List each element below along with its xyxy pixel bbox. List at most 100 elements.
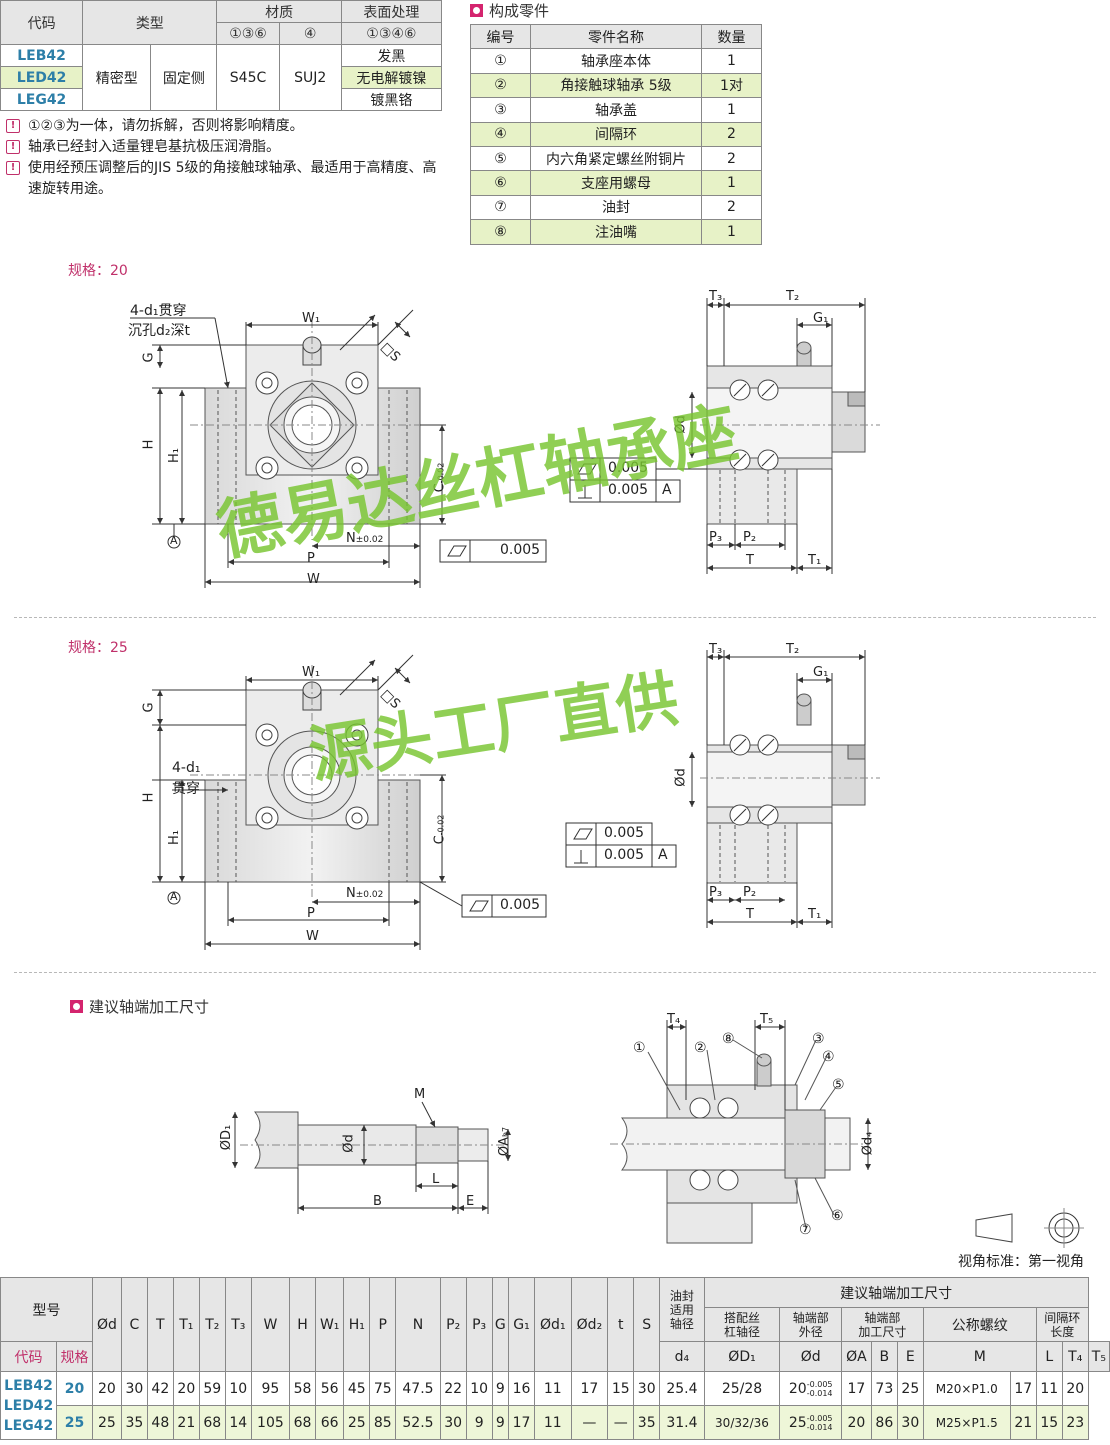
hole-label-25b: 贯穿: [172, 781, 200, 797]
dim-t3-20: T₃: [709, 289, 723, 304]
dim-t5: T₅: [760, 1012, 774, 1027]
dim-w1-25: W₁: [302, 665, 321, 680]
dim-t2-20: T₂: [786, 289, 800, 304]
treatment-3: 镀黑铬: [340, 88, 443, 111]
dim-h-20: H: [141, 439, 157, 450]
datum-a-20: A: [170, 534, 178, 547]
section-bullet-icon: [70, 1000, 83, 1013]
note-1: !①②③为一体，请勿拆解，否则将影响精度。: [6, 116, 446, 137]
dim-t1-20: T₁: [808, 553, 822, 568]
dim-shaft-d: Ød: [341, 1134, 357, 1153]
dim-h1-25: H₁: [167, 830, 182, 845]
spec-25-label: 规格：25: [68, 640, 128, 656]
code-led42: LED42: [0, 66, 84, 89]
dim-p-20: P: [307, 551, 315, 566]
dim-p3-20: P₃: [709, 530, 723, 545]
dim-t-20: T: [746, 553, 754, 568]
dim-p2-25: P₂: [743, 885, 757, 900]
note-2: !轴承已经封入适量锂皂基抗极压润滑脂。: [6, 137, 446, 158]
callout-5: ⑤: [832, 1077, 845, 1093]
dim-g-20: G: [141, 352, 157, 363]
parts-heading: 构成零件: [470, 0, 549, 21]
datum-a-25: A: [170, 890, 178, 903]
header-treatment: 表面处理: [340, 0, 443, 23]
dims-header-model: 型号: [0, 1277, 93, 1342]
side-view-20: [439, 298, 880, 574]
dim-n-25: N±0.02: [346, 886, 384, 901]
divider: [14, 972, 1096, 973]
dim-l: L: [432, 1172, 440, 1187]
mat2: SUJ2: [278, 44, 342, 111]
type1: 精密型: [82, 44, 152, 111]
header-code: 代码: [0, 0, 84, 45]
technical-drawings: [130, 298, 1084, 1248]
tol-perp-20: 0.005: [608, 482, 649, 498]
dim-c-25: C-0.02: [432, 814, 448, 845]
dim-t1-25: T₁: [808, 907, 822, 922]
dim-p2-20: P₂: [743, 530, 757, 545]
section-bullet-icon: [470, 4, 483, 17]
type2: 固定侧: [150, 44, 218, 111]
warning-icon: !: [6, 119, 20, 133]
front-view-20: [130, 309, 446, 588]
oil-seal-header: 油封适用轴径: [659, 1277, 705, 1342]
divider: [14, 617, 1096, 618]
dim-m: M: [414, 1087, 426, 1102]
material-sub-1: ①③⑥: [216, 22, 280, 45]
callout-2: ②: [694, 1040, 707, 1056]
machining-header: 建议轴端加工尺寸: [703, 1277, 1089, 1308]
tol-flat-base-20: 0.005: [500, 542, 541, 558]
dim-t3-25: T₃: [709, 642, 723, 657]
dim-d1: ØD₁: [219, 1124, 235, 1151]
view-standard-label: 视角标准：第一视角: [958, 1254, 1084, 1270]
dim-w-25: W: [306, 929, 319, 944]
machining-heading: 建议轴端加工尺寸: [70, 996, 209, 1017]
assembly-drawing: [610, 1020, 871, 1244]
dim-g1-20: G₁: [813, 311, 829, 326]
dim-t4: T₄: [667, 1012, 681, 1027]
header-material: 材质: [216, 0, 342, 23]
callout-1: ①: [633, 1040, 646, 1056]
dim-d-25: Ød: [673, 768, 689, 787]
tol-perp-25: 0.005: [604, 847, 645, 863]
callout-8: ⑧: [722, 1031, 735, 1047]
code-leg42: LEG42: [0, 88, 84, 111]
parts-header-name: 零件名称: [530, 23, 702, 50]
hole-label-25a: 4-d₁: [172, 760, 201, 776]
dim-e: E: [466, 1194, 475, 1209]
tol-flat-base-25: 0.005: [500, 897, 541, 913]
dim-g1-25: G₁: [813, 665, 829, 680]
dim-t2-25: T₂: [786, 642, 800, 657]
mat1: S45C: [216, 44, 280, 111]
treatment-sub: ①③④⑥: [340, 22, 443, 45]
warning-icon: !: [6, 140, 20, 154]
dim-w1-20: W₁: [302, 311, 321, 326]
side-view-25: [565, 650, 880, 928]
dim-a-h7: ØAh7: [497, 1126, 513, 1157]
callout-3: ③: [812, 1031, 825, 1047]
parts-header-no: 编号: [470, 23, 531, 50]
note-3: !使用经预压调整后的JIS 5级的角接触球轴承、最适用于高精度、高速旋转用途。: [6, 158, 446, 200]
dim-g-25: G: [141, 702, 157, 713]
dim-d4: Ød₄: [860, 1131, 876, 1156]
tol-flat-25: 0.005: [604, 825, 645, 841]
dim-h-25: H: [141, 792, 157, 803]
callout-4: ④: [822, 1049, 835, 1065]
hole-label-20a: 4-d₁贯穿: [130, 303, 187, 319]
callout-7: ⑦: [799, 1222, 812, 1238]
type-table: 代码 类型 材质 表面处理 ①③⑥ ④ ①③④⑥ LEB42 精密型 固定侧 S…: [0, 0, 443, 111]
tol-flat-20: 0.005: [608, 460, 649, 476]
first-angle-symbol: [975, 1208, 1084, 1248]
tol-datum-20: A: [662, 482, 672, 498]
dim-t-25: T: [746, 907, 754, 922]
